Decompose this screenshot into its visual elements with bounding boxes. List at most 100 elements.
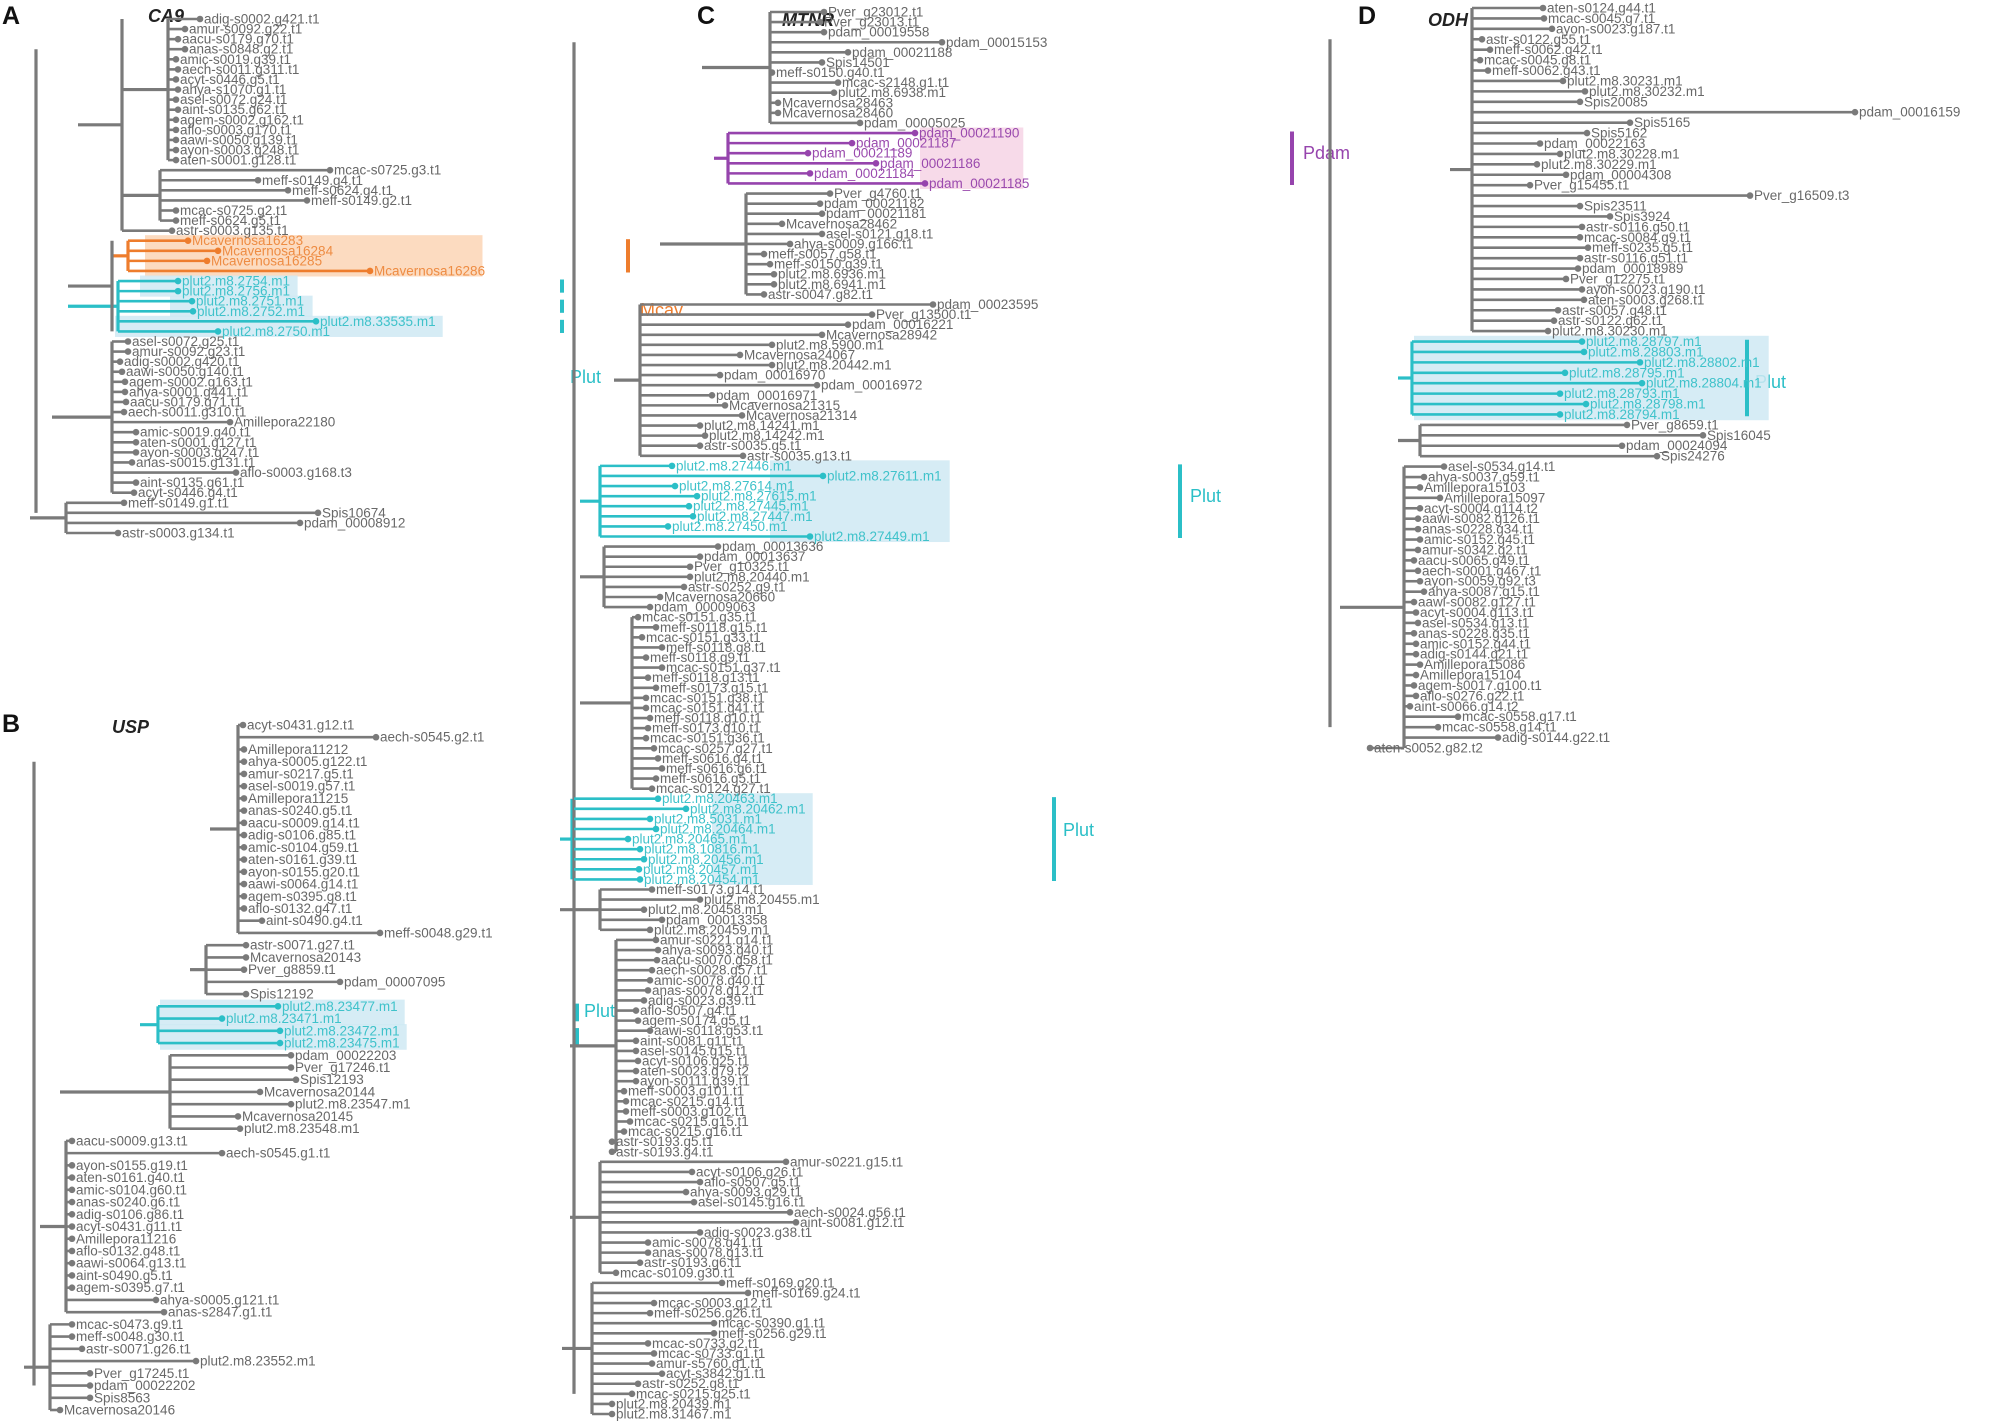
leaf-label-plut2-m8-14242-m1: plut2.m8.14242.m1 <box>709 428 825 443</box>
leaf-label-mcac-s0045-g7-t1: mcac-s0045.g7.t1 <box>1548 11 1655 26</box>
leaf-label-plut2-m8-6941-m1: plut2.m8.6941.m1 <box>778 277 886 292</box>
leaf-tip-spis8563 <box>86 1394 94 1402</box>
leaf-label-ahya-s0087-g15-t1: ahya-s0087.g15.t1 <box>1428 584 1540 599</box>
leaf-tip-mcac-s0390-g1-t1 <box>710 1319 718 1327</box>
leaf-tip-plut2-m8-20440-m1 <box>686 573 694 581</box>
leaf-label-ayon-s0059-g92-t3: ayon-s0059.g92.t3 <box>1424 574 1536 589</box>
leaf-label-plut2-m8-27446-m1: plut2.m8.27446.m1 <box>676 458 792 473</box>
leaf-tip-plut2-m8-27450-m1 <box>664 523 672 530</box>
leaf-label-plut2-m8-23475-m1: plut2.m8.23475.m1 <box>284 1036 400 1051</box>
leaf-tip-plut2-m8-28795-m1 <box>1561 369 1569 377</box>
leaf-tip-mcavernosa20145 <box>234 1113 242 1120</box>
leaf-label-meff-s0624-g5-t1: meff-s0624.g5.t1 <box>180 213 281 228</box>
leaf-tip-acyt-s0431-g11-t1 <box>68 1223 76 1230</box>
leaf-label-mcac-s0151-g33-t1: mcac-s0151.g33.t1 <box>646 630 761 645</box>
leaf-tip-agem-s0395-g8-t1 <box>240 892 248 900</box>
leaf-label-pdam-00013636: pdam_00013636 <box>722 539 823 554</box>
leaf-label-plut2-m8-2754-m1: plut2.m8.2754.m1 <box>182 274 290 289</box>
leaf-tip-aten-s0003-g268-t1 <box>1580 296 1588 304</box>
leaf-tip-adig-s0023-g38-t1 <box>696 1229 704 1236</box>
leaf-tip-plut2-m8-2756-m1 <box>174 287 182 295</box>
leaf-tip-aawi-s0118-g53-t1 <box>646 1027 654 1035</box>
leaf-tip-aint-s0490-g4-t1 <box>258 917 266 925</box>
leaf-tip-plut2-m8-28794-m1 <box>1556 411 1564 418</box>
leaf-tip-asel-s0072-g25-t1 <box>124 338 132 345</box>
leaf-tip-aacu-s0009-g13-t1 <box>68 1137 76 1145</box>
leaf-label-plut2-m8-20456-m1: plut2.m8.20456.m1 <box>648 852 764 867</box>
leaf-tip-plut2-m8-27445-m1 <box>685 502 693 510</box>
leaf-tip-mcavernosa16286 <box>366 267 374 275</box>
leaf-label-plut2-m8-30229-m1: plut2.m8.30229.m1 <box>1541 157 1657 172</box>
leaf-label-mcac-s0558-g17-t1: mcac-s0558.g17.t1 <box>1462 709 1577 724</box>
leaf-tip-mcavernosa16284 <box>214 247 222 255</box>
leaf-label-mcavernosa28460: Mcavernosa28460 <box>782 105 893 120</box>
leaf-tip-plut2-m8-14242-m1 <box>701 432 709 439</box>
leaf-label-plut2-m8-20457-m1: plut2.m8.20457.m1 <box>643 862 759 877</box>
leaf-label-pver-g12275-t1: Pver_g12275.t1 <box>1570 271 1665 286</box>
leaf-label-plut2-m8-2750-m1: plut2.m8.2750.m1 <box>222 324 330 339</box>
leaf-label-adig-s0023-g38-t1: adig-s0023.g38.t1 <box>704 1225 812 1240</box>
leaf-label-pver-g17245-t1: Pver_g17245.t1 <box>94 1366 189 1381</box>
leaf-tip-aint-s0066-g14-t2 <box>1406 703 1414 710</box>
leaf-tip-astr-s0122-g55-t1 <box>1478 35 1486 43</box>
leaf-tip-aawi-s0064-g13-t1 <box>68 1259 76 1267</box>
leaf-tip-aint-s0135-g61-t1 <box>132 479 140 486</box>
leaf-tip-astr-s0035-g13-t1 <box>739 452 747 460</box>
leaf-label-meff-s0149-g4-t1: meff-s0149.g4.t1 <box>262 173 363 188</box>
leaf-tip-ayon-s0155-g19-t1 <box>68 1162 76 1169</box>
leaf-label-aflo-s0132-g47-t1: aflo-s0132.g47.t1 <box>248 901 352 916</box>
clade-highlight-b-1 <box>160 1024 407 1050</box>
gene-title-usp: USP <box>112 717 150 737</box>
leaf-tip-ayon-s0003-g247-t1 <box>132 449 140 456</box>
leaf-tip-mcavernosa28463 <box>774 99 782 107</box>
leaf-label-amur-s0221-g14-t1: amur-s0221.g14.t1 <box>660 932 773 947</box>
leaf-label-astr-s0193-g6-t1: astr-s0193.g6.t1 <box>644 1255 742 1270</box>
leaf-tip-meff-s0118-g10-t1 <box>646 714 654 722</box>
leaf-tip-plut2-m8-20459-m1 <box>646 926 654 934</box>
leaf-tip-aten-s0161-g40-t1 <box>68 1174 76 1181</box>
leaf-tip-acyt-s0446-g5-t1 <box>172 76 180 83</box>
leaf-tip-aflo-s0507-g5-t1 <box>696 1178 704 1186</box>
leaf-tip-aflo-s0132-g48-t1 <box>68 1247 76 1255</box>
leaf-label-asel-s0072-g25-t1: asel-s0072.g25.t1 <box>132 334 239 349</box>
leaf-label-aint-s0490-g4-t1: aint-s0490.g4.t1 <box>266 913 363 928</box>
leaf-label-amillepora15103: Amillepora15103 <box>1424 480 1525 495</box>
leaf-label-pdam-00016971: pdam_00016971 <box>716 388 817 403</box>
leaf-label-astr-s0047-g82-t1: astr-s0047.g82.t1 <box>768 287 873 302</box>
leaf-label-aflo-s0507-g4-t1: aflo-s0507.g4.t1 <box>640 1003 737 1018</box>
leaf-label-plut2-m8-23552-m1: plut2.m8.23552.m1 <box>200 1354 316 1369</box>
leaf-tip-aflo-s0003-g168-t3 <box>232 469 240 476</box>
leaf-tip-astr-s0252-g9-t1 <box>680 583 688 591</box>
leaf-tip-pdam-00021188 <box>844 49 852 56</box>
leaf-tip-acyt-s0446-g4-t1 <box>130 489 138 496</box>
leaf-label-mcac-s0109-g30-t1: mcac-s0109.g30.t1 <box>620 1265 735 1280</box>
leaf-tip-aten-s0001-g127-t1 <box>132 438 140 446</box>
leaf-label-aacu-s0065-g49-t1: aacu-s0065.g49.t1 <box>1418 553 1530 568</box>
leaf-tip-pdam-00016971 <box>708 391 716 399</box>
leaf-label-adig-s0002-g420-t1: adig-s0002.g420.t1 <box>124 354 240 369</box>
leaf-label-agem-s0002-g163-t1: agem-s0002.g163.t1 <box>129 374 253 389</box>
leaf-tip-astr-s0003-g135-t1 <box>168 227 176 234</box>
leaf-label-plut2-m8-27614-m1: plut2.m8.27614.m1 <box>679 479 795 494</box>
leaf-label-anas-s0240-g6-t1: anas-s0240.g6.t1 <box>76 1195 180 1210</box>
leaf-tip-meff-s0256-g26-t1 <box>646 1309 654 1317</box>
leaf-label-plut2-m8-20464-m1: plut2.m8.20464.m1 <box>660 821 776 836</box>
leaf-tip-plut2-m8-23477-m1 <box>274 1003 282 1010</box>
leaf-label-plut2-m8-5031-m1: plut2.m8.5031.m1 <box>654 811 762 826</box>
leaf-tip-plut2-m8-28804-m1 <box>1638 379 1646 387</box>
leaf-label-spis12193: Spis12193 <box>300 1072 364 1087</box>
leaf-label-meff-s0118-g15-t1: meff-s0118.g15.t1 <box>660 620 768 635</box>
leaf-label-meff-s0173-g15-t1: meff-s0173.g15.t1 <box>660 680 769 695</box>
leaf-label-spis3924: Spis3924 <box>1614 209 1671 224</box>
leaf-tip-pdam-00021184 <box>806 170 814 177</box>
leaf-tip-pdam-00016221 <box>844 321 852 328</box>
leaf-tip-pdam-00023595 <box>929 301 937 308</box>
leaf-tip-pdam-00021189 <box>804 149 812 157</box>
leaf-tip-anas-s0240-g5-t1 <box>240 807 248 814</box>
leaf-label-aten-s0001-g128-t1: aten-s0001.g128.t1 <box>180 153 296 168</box>
leaf-label-agem-s0174-g5-t1: agem-s0174.g5.t1 <box>642 1013 751 1028</box>
leaf-label-plut2-m8-20440-m1: plut2.m8.20440.m1 <box>694 569 810 584</box>
leaf-tip-ahya-s0093-g40-t1 <box>654 946 662 954</box>
leaf-label-plut2-m8-20455-m1: plut2.m8.20455.m1 <box>704 892 820 907</box>
leaf-label-aint-s0135-g62-t1: aint-s0135.g62.t1 <box>182 102 286 117</box>
